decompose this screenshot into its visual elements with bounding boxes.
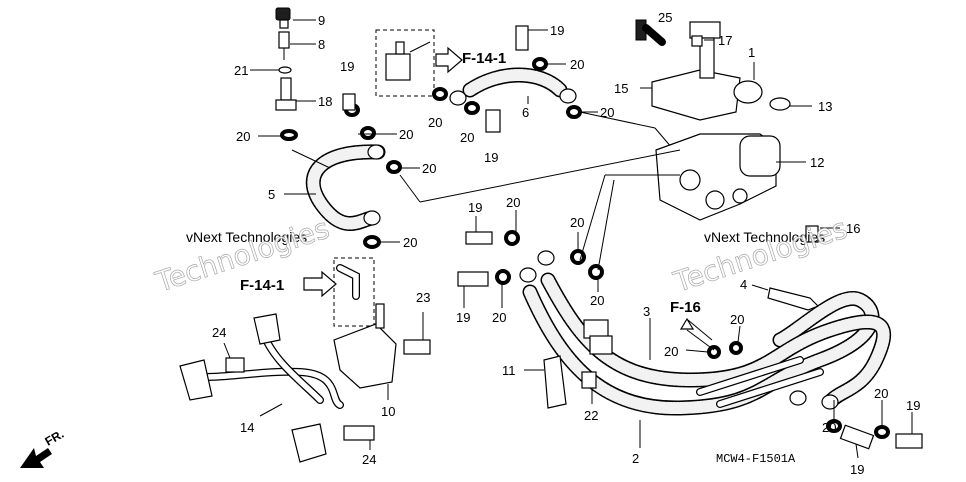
callout-19: 19 [484, 150, 498, 165]
callout-numbers: 9 8 21 18 20 5 19 20 20 20 20 19 20 6 19… [212, 10, 920, 477]
callout-20: 20 [600, 105, 614, 120]
callout-20: 20 [399, 127, 413, 142]
callout-5: 5 [268, 187, 275, 202]
callout-9: 9 [318, 13, 325, 28]
watermark-right-line2: Technologies [669, 212, 851, 299]
callout-22: 22 [584, 408, 598, 423]
callout-19: 19 [468, 200, 482, 215]
callout-19: 19 [340, 59, 354, 74]
callout-20: 20 [874, 386, 888, 401]
callout-20: 20 [590, 293, 604, 308]
callout-20: 20 [506, 195, 520, 210]
callout-4: 4 [740, 277, 747, 292]
callout-24: 24 [212, 325, 226, 340]
callout-21: 21 [234, 63, 248, 78]
ref-label-f-16: F-16 [670, 299, 701, 316]
callout-2: 2 [632, 451, 639, 466]
callout-20: 20 [460, 130, 474, 145]
callout-19: 19 [850, 462, 864, 477]
callout-13: 13 [818, 99, 832, 114]
callout-20: 20 [236, 129, 250, 144]
reference-labels: F-14-1 F-14-1 F-16 [240, 50, 701, 316]
callout-16: 16 [846, 221, 860, 236]
callout-6: 6 [522, 105, 529, 120]
bracket-4 [751, 225, 840, 311]
callout-23: 23 [416, 290, 430, 305]
callout-14: 14 [240, 420, 254, 435]
callout-19: 19 [456, 310, 470, 325]
diagram-code: MCW4-F1501A [716, 452, 796, 466]
inset-box-top [375, 29, 463, 97]
front-direction-label: FR. [43, 427, 67, 449]
callout-20: 20 [492, 310, 506, 325]
callout-20: 20 [822, 420, 836, 435]
lower-hoses [522, 272, 923, 459]
callout-20: 20 [570, 215, 584, 230]
middle-fittings [457, 210, 604, 308]
callout-19: 19 [550, 23, 564, 38]
front-direction-arrow [20, 448, 52, 468]
callout-15: 15 [614, 81, 628, 96]
upper-center-hose [432, 25, 673, 149]
callout-12: 12 [810, 155, 824, 170]
callout-11: 11 [502, 363, 516, 378]
lower-left-assembly [179, 257, 431, 463]
watermark-left-line1: vNext Technologies [186, 229, 307, 245]
ref-label-f-14-1-top: F-14-1 [462, 50, 506, 67]
callout-20: 20 [570, 57, 584, 72]
callout-20: 20 [403, 235, 417, 250]
callout-1: 1 [748, 45, 755, 60]
callout-20: 20 [730, 312, 744, 327]
upper-left-hose [250, 7, 420, 249]
callout-24: 24 [362, 452, 376, 467]
callout-10: 10 [381, 404, 395, 419]
modulator-assembly [399, 19, 812, 271]
callout-3: 3 [643, 304, 650, 319]
ref-label-f-14-1-left: F-14-1 [240, 277, 284, 294]
callout-17: 17 [718, 33, 732, 48]
watermark-right-line1: vNext Technologies [704, 229, 825, 245]
callout-25: 25 [658, 10, 672, 25]
callout-20: 20 [428, 115, 442, 130]
callout-8: 8 [318, 37, 325, 52]
callout-19: 19 [906, 398, 920, 413]
callout-18: 18 [318, 94, 332, 109]
callout-20: 20 [664, 344, 678, 359]
callout-20: 20 [422, 161, 436, 176]
